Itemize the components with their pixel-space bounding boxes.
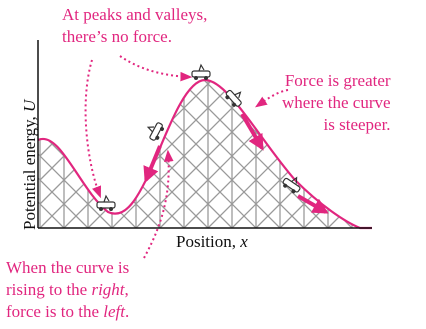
annotation-line: Force is greater [282, 70, 391, 92]
annotation-line: is steeper. [282, 114, 391, 136]
annotation-line: where the curve [282, 92, 391, 114]
leader-rising [144, 152, 169, 258]
roller-coaster-car-icon [192, 65, 210, 80]
annotation-line: When the curve is [6, 257, 129, 279]
annotation-text: force is to the [6, 302, 103, 321]
annotation-rising: When the curve is rising to the right, f… [6, 257, 129, 323]
roller-coaster-car-icon [97, 196, 115, 211]
x-axis-label: Position, x [176, 232, 248, 252]
annotation-line: rising to the right, [6, 279, 129, 301]
annotation-steeper: Force is greater where the curve is stee… [282, 70, 391, 136]
y-axis-label-var: U [20, 100, 39, 112]
annotation-line: there’s no force. [62, 26, 207, 48]
force-arrow-icon [146, 146, 160, 180]
y-axis-label: Potential energy, U [20, 100, 40, 230]
y-axis-label-text: Potential energy, [20, 112, 39, 230]
x-axis-label-var: x [240, 232, 248, 251]
x-axis-label-text: Position, [176, 232, 240, 251]
leader-peaks-to-peak [120, 56, 190, 77]
annotation-text: . [125, 302, 129, 321]
annotation-emphasis: left [103, 302, 125, 321]
roller-coaster-car-icon [144, 119, 166, 142]
annotation-emphasis: right [91, 280, 124, 299]
annotation-line: At peaks and valleys, [62, 4, 207, 26]
annotation-text: , [125, 280, 129, 299]
annotation-line: force is to the left. [6, 301, 129, 323]
annotation-peaks-valleys: At peaks and valleys, there’s no force. [62, 4, 207, 48]
annotation-text: rising to the [6, 280, 91, 299]
leader-peaks-to-valley [86, 60, 100, 196]
roller-coaster-car-icon [223, 86, 246, 109]
